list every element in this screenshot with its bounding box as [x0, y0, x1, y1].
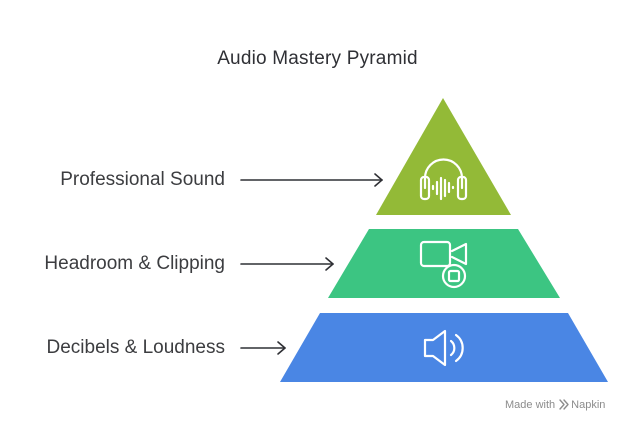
- arrow-professional-sound: [240, 173, 383, 187]
- tier-label-decibels-loudness: Decibels & Loudness: [46, 337, 226, 358]
- pyramid-tier-bottom: [280, 313, 608, 382]
- arrow-decibels-loudness: [240, 341, 286, 355]
- arrow-headroom-clipping: [240, 257, 334, 271]
- speaker-icon: [423, 329, 464, 367]
- camera-stop-icon: [419, 240, 468, 289]
- diagram-title: Audio Mastery Pyramid: [217, 48, 418, 69]
- napkin-logo-icon: [559, 399, 569, 410]
- pyramid-tier-top: [376, 98, 511, 215]
- watermark-prefix: Made with: [505, 399, 556, 411]
- tier-shape-professional-sound: [376, 98, 511, 215]
- headphones-waveform-icon: [419, 158, 468, 201]
- napkin-watermark[interactable]: Made with Napkin: [505, 399, 605, 411]
- tier-label-headroom-clipping: Headroom & Clipping: [44, 253, 225, 274]
- watermark-brand: Napkin: [571, 399, 606, 411]
- tier-shape-headroom-clipping: [328, 229, 560, 298]
- pyramid-tier-middle: [328, 229, 560, 298]
- tier-label-professional-sound: Professional Sound: [60, 169, 225, 190]
